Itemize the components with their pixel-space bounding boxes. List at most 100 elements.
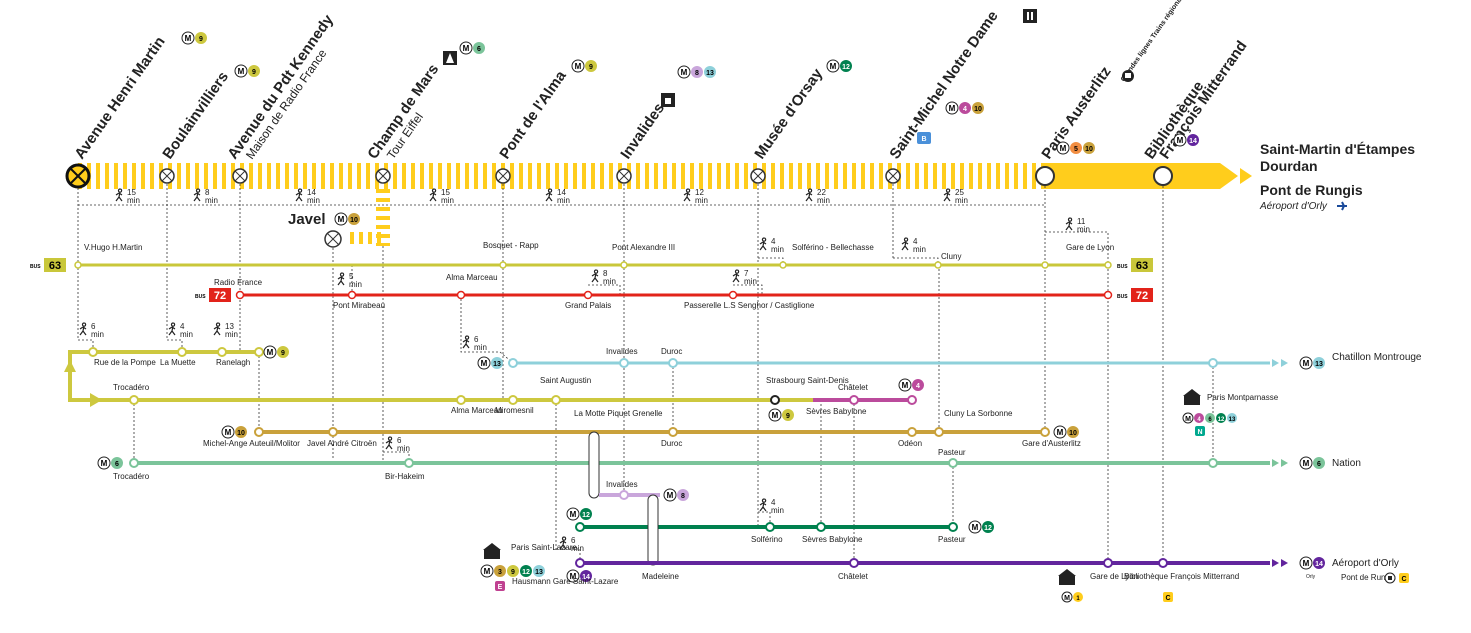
station-name-saint-michel: Saint-Michel Notre Dame (886, 8, 1001, 163)
svg-text:BUS: BUS (1117, 264, 1128, 270)
stop-label: Radio France (214, 278, 263, 287)
walking-icon (759, 237, 767, 251)
stop-label: Paris Saint-Lazare (511, 543, 577, 552)
station-marker-saint-michel (885, 168, 901, 184)
bus-63-stop (934, 261, 942, 269)
walk-minutes: 6 (571, 536, 576, 545)
walking-icon (168, 322, 176, 336)
bus-63-stop (1041, 261, 1049, 269)
walk-unit: min (474, 343, 487, 352)
walk-unit: min (397, 444, 410, 453)
metro-14-stop (1103, 558, 1113, 568)
walk-minutes: 25 (955, 188, 964, 197)
svg-text:M: M (830, 62, 837, 71)
svg-text:M: M (484, 567, 491, 576)
station-name-invalides: Invalides (617, 100, 668, 162)
walk-minutes: 4 (180, 322, 185, 331)
walk-minutes: 6 (474, 335, 479, 344)
metro-9-stop (177, 347, 187, 357)
walk-unit: min (180, 330, 193, 339)
walking-icon (805, 188, 813, 202)
metro-13-stop (1208, 358, 1218, 368)
metro-badge-13: M 13 (1299, 356, 1325, 370)
metro-10-stop (328, 427, 338, 437)
stop-label: Trocadéro (113, 472, 150, 481)
svg-text:M: M (338, 215, 345, 224)
walk-minutes: 15 (441, 188, 450, 197)
walk-minutes: 4 (913, 237, 918, 246)
walking-icon (193, 188, 201, 202)
terminus-label: Chatillon Montrouge (1332, 352, 1422, 363)
destination-saint-martin: Saint-Martin d'Étampes (1260, 141, 1415, 157)
svg-text:6: 6 (1208, 417, 1212, 423)
metro-6-stop (404, 458, 414, 468)
walking-icon (213, 322, 221, 336)
metro-13-stop (668, 358, 678, 368)
svg-text:BUS: BUS (30, 264, 41, 270)
svg-text:13: 13 (1315, 361, 1323, 368)
stop-label: Gare de Lyon (1090, 572, 1138, 581)
station-building-icon (1183, 389, 1201, 405)
svg-text:4: 4 (963, 106, 967, 113)
walk-unit: min (557, 196, 570, 205)
stop-label: Javel André Citroën (307, 439, 377, 448)
svg-text:8: 8 (681, 493, 685, 500)
svg-text:M: M (101, 459, 108, 468)
svg-text:M: M (972, 523, 979, 532)
walk-minutes: 5 (349, 272, 354, 281)
station-marker-bibliotheque (1153, 166, 1173, 186)
svg-text:6: 6 (477, 46, 481, 53)
walk-unit: min (441, 196, 454, 205)
svg-text:M: M (1303, 359, 1310, 368)
stop-label: Bibliothèque François Mitterrand (1124, 572, 1239, 581)
metro-12-stop (765, 522, 775, 532)
station-sub-bibliotheque: François Mitterrand (1156, 38, 1250, 162)
walking-icon (79, 322, 87, 336)
bus-72-stop (347, 290, 357, 300)
stop-label: Solférino - Bellechasse (792, 243, 874, 252)
walking-icon (591, 269, 599, 283)
svg-text:M: M (1177, 136, 1184, 145)
walk-minutes: 15 (127, 188, 136, 197)
svg-text:12: 12 (842, 64, 850, 71)
stop-label: Châtelet (838, 383, 869, 392)
metro-9-stop (254, 347, 264, 357)
bus-72-stop (583, 290, 593, 300)
metro-4-stop (907, 395, 917, 405)
bus-72-stop (235, 290, 245, 300)
svg-text:8: 8 (695, 70, 699, 77)
walk-minutes: 4 (771, 237, 776, 246)
svg-text:C: C (1165, 595, 1170, 602)
stop-label: Châtelet (838, 572, 869, 581)
stop-label: Ranelagh (216, 358, 250, 367)
walking-icon (683, 188, 691, 202)
stop-label: Michel-Ange Auteuil/Molitor (203, 439, 300, 448)
stop-label: Saint Augustin (540, 376, 591, 385)
metro-badge-12: M 12 (826, 59, 852, 73)
metro-13-stop (508, 358, 518, 368)
metro-12-stop (816, 522, 826, 532)
walk-unit: min (307, 196, 320, 205)
terminus-label: Aéroport d'Orly (1332, 558, 1399, 569)
stop-label: Grand Palais (565, 301, 611, 310)
stop-label: V.Hugo H.Martin (84, 243, 142, 252)
rer-c-line (78, 163, 1252, 246)
rer-c-badge: C (1163, 592, 1173, 602)
svg-text:BUS: BUS (1117, 294, 1128, 300)
